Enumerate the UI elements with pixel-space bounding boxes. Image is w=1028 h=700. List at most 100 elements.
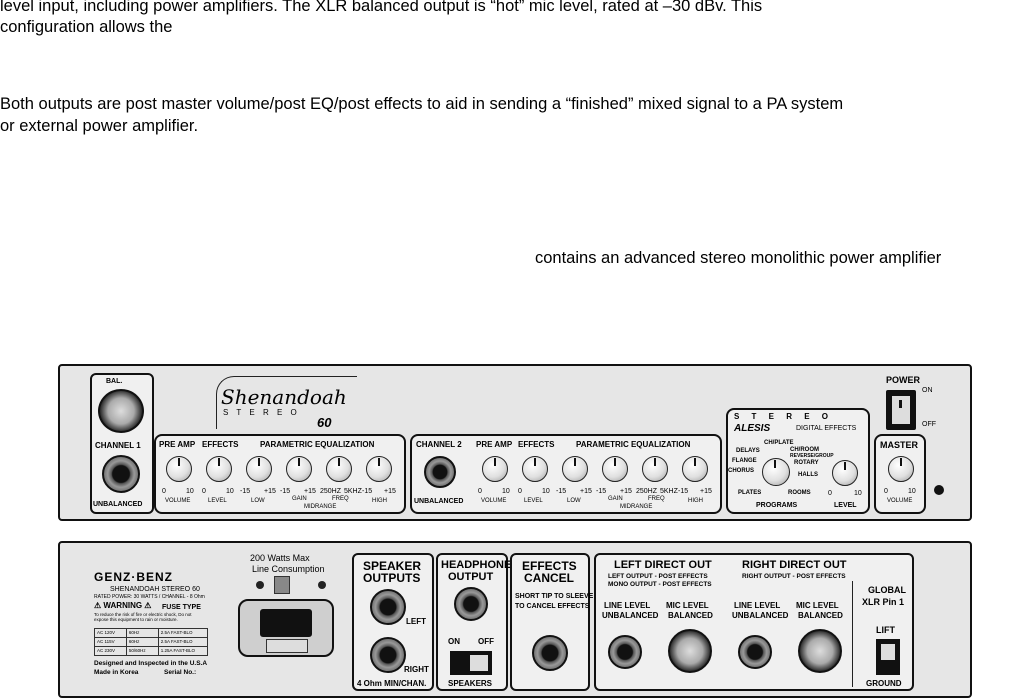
scale-0: 0 xyxy=(478,488,482,495)
scale-0: 0 xyxy=(884,488,888,495)
logo-stereo: S T E R E O xyxy=(223,408,300,417)
alesis-logo: ALESIS xyxy=(734,423,771,434)
effects-master-level-knob[interactable] xyxy=(832,460,858,486)
ch2-effects-level-knob[interactable] xyxy=(522,456,548,482)
channel-1-unbalanced-jack[interactable] xyxy=(102,455,140,493)
power-switch[interactable] xyxy=(886,390,916,430)
left-label: LEFT xyxy=(406,617,426,626)
rear-label-plate: GENZ·BENZ SHENANDOAH STEREO 60 RATED POW… xyxy=(88,568,212,688)
screw-icon xyxy=(256,581,264,589)
speaker-right-jack[interactable] xyxy=(370,637,406,673)
ground-label: GROUND xyxy=(866,679,902,688)
scale-5khz: 5KHZ xyxy=(344,488,362,495)
left-line-level-label: LINE LEVEL xyxy=(604,601,651,610)
alesis-effects-box: S T E R E O ALESIS DIGITAL EFFECTS CH/PL… xyxy=(726,408,870,514)
programs-label: PROGRAMS xyxy=(756,502,798,509)
voltage-selector[interactable] xyxy=(274,576,290,594)
power-label: POWER xyxy=(886,375,921,385)
scale-plus-15: +15 xyxy=(700,488,712,495)
effects-cancel-jack[interactable] xyxy=(532,635,568,671)
headphone-jack[interactable] xyxy=(454,587,488,621)
left-line-out-jack[interactable] xyxy=(608,635,642,669)
power-on-label: ON xyxy=(922,387,933,394)
line-consumption-label: Line Consumption xyxy=(252,564,325,574)
effects-level-label: LEVEL xyxy=(834,502,857,509)
programs-selector-knob[interactable] xyxy=(762,458,790,486)
scale-10: 10 xyxy=(542,488,550,495)
ch2-parametric-label: PARAMETRIC EQUALIZATION xyxy=(576,440,691,449)
ch1-volume-knob[interactable] xyxy=(166,456,192,482)
paragraph-1-line-1: level input, including power amplifiers.… xyxy=(0,0,763,15)
channel-1-xlr-input[interactable] xyxy=(98,389,144,433)
speakers-off-label: OFF xyxy=(478,637,494,646)
ch1-mid-freq-knob[interactable] xyxy=(326,456,352,482)
short-tip-text-2: TO CANCEL EFFECTS xyxy=(515,603,590,610)
warning-label: ⚠ WARNING ⚠ xyxy=(94,601,152,610)
scale-0: 0 xyxy=(202,488,206,495)
designed-text: Designed and Inspected in the U.S.A xyxy=(94,660,208,667)
ch2-high-label: HIGH xyxy=(688,498,703,504)
genz-benz-brand: GENZ·BENZ xyxy=(94,570,173,584)
prog-chroom: CH/ROOM xyxy=(790,447,819,453)
speakers-switch[interactable] xyxy=(450,651,492,675)
serial-text: Serial No.: xyxy=(164,669,197,676)
speaker-left-jack[interactable] xyxy=(370,589,406,625)
right-line-out-jack[interactable] xyxy=(738,635,772,669)
ch1-mid-gain-knob[interactable] xyxy=(286,456,312,482)
fuse-table-cell: AC 230V xyxy=(97,648,116,653)
ch2-low-knob[interactable] xyxy=(562,456,588,482)
prog-rooms: ROOMS xyxy=(788,490,811,496)
ch2-mid-freq-knob[interactable] xyxy=(642,456,668,482)
scale-minus-15: -15 xyxy=(240,488,251,495)
power-off-label: OFF xyxy=(922,421,936,428)
ch1-low-knob[interactable] xyxy=(246,456,272,482)
rear-panel: GENZ·BENZ SHENANDOAH STEREO 60 RATED POW… xyxy=(58,541,972,698)
ch1-high-knob[interactable] xyxy=(366,456,392,482)
lift-label: LIFT xyxy=(876,625,895,635)
iec-power-inlet[interactable] xyxy=(238,599,334,657)
model-name: SHENANDOAH STEREO 60 xyxy=(110,586,200,593)
scale-250hz: 250HZ xyxy=(636,488,658,495)
left-direct-sub-2: MONO OUTPUT - POST EFFECTS xyxy=(608,581,712,588)
alesis-stereo-label: S T E R E O xyxy=(734,412,834,421)
warning-text: WARNING xyxy=(103,601,143,610)
scale-minus-15: -15 xyxy=(362,488,373,495)
outputs-label: OUTPUTS xyxy=(363,571,421,585)
scale-minus-15: -15 xyxy=(678,488,689,495)
channel-2-box: CHANNEL 2 UNBALANCED PRE AMP EFFECTS PAR… xyxy=(410,434,722,514)
warning-details: To reduce the risk of fire or electric s… xyxy=(94,612,192,622)
fuse-table-cell: 1.25A FAST-BLO xyxy=(157,647,207,655)
ch2-mid-gain-knob[interactable] xyxy=(602,456,628,482)
fuse-table-cell: 50/60Hz xyxy=(125,647,158,655)
fuse-table-cell: AC 115V xyxy=(97,639,115,644)
ch2-preamp-label: PRE AMP xyxy=(476,440,513,449)
fuse-table-cell: 60Hz xyxy=(125,638,158,646)
channel-2-unbalanced-jack[interactable] xyxy=(424,456,456,488)
ch1-effects-level-knob[interactable] xyxy=(206,456,232,482)
paragraph-2-line-2: or external power amplifier. xyxy=(0,117,199,135)
channel-2-unbalanced-label: UNBALANCED xyxy=(414,498,464,505)
left-unbalanced-label: UNBALANCED xyxy=(602,611,659,620)
left-xlr-out[interactable] xyxy=(668,629,712,673)
ground-lift-switch[interactable] xyxy=(876,639,900,675)
headphone-output-box: HEADPHONE OUTPUT ON OFF SPEAKERS xyxy=(436,553,511,691)
master-box: MASTER 0 10 VOLUME xyxy=(874,434,926,514)
ohm-rating-label: 4 Ohm MIN/CHAN. xyxy=(357,679,427,688)
channel-1-input-box: BAL. CHANNEL 1 UNBALANCED xyxy=(90,373,154,514)
ch1-gain-label: GAIN xyxy=(292,496,307,502)
ch2-volume-knob[interactable] xyxy=(482,456,508,482)
paragraph-1-line-2: configuration allows the xyxy=(0,18,173,36)
ch1-freq-label: FREQ xyxy=(332,496,349,502)
ch2-high-knob[interactable] xyxy=(682,456,708,482)
prog-rotary: ROTARY xyxy=(794,460,819,466)
right-xlr-out[interactable] xyxy=(798,629,842,673)
scale-10: 10 xyxy=(502,488,510,495)
scale-plus-15: +15 xyxy=(264,488,276,495)
master-volume-knob[interactable] xyxy=(888,456,914,482)
left-balanced-label: BALANCED xyxy=(668,611,713,620)
channel-1-unbalanced-label: UNBALANCED xyxy=(93,501,143,508)
speakers-on-label: ON xyxy=(448,637,460,646)
